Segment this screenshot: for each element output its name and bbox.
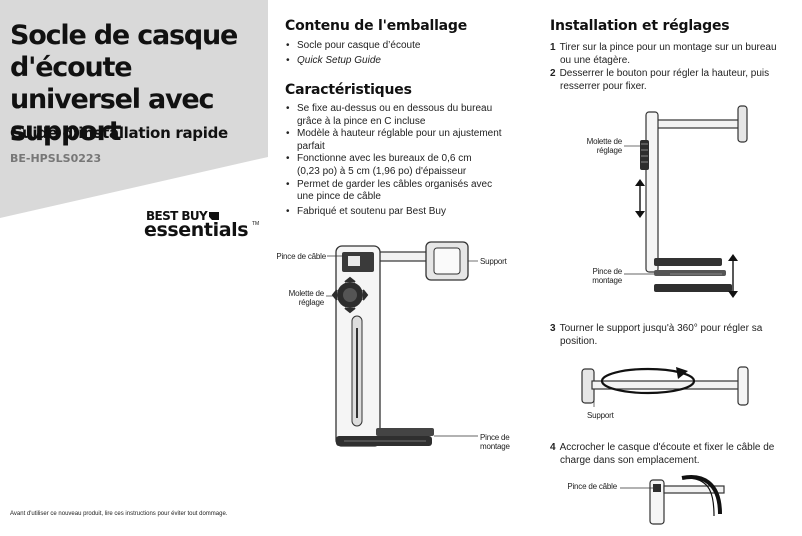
support-label-step3: Support <box>587 411 614 420</box>
page-subtitle: Guide d’installation rapide <box>10 124 228 142</box>
cable-clip-label: Pince de câble <box>276 252 326 261</box>
contents-list: Socle pour casque d’écoute Quick Setup G… <box>285 40 535 67</box>
list-item: Socle pour casque d’écoute <box>285 40 535 53</box>
logo-tag-icon <box>209 212 219 220</box>
support-label: Support <box>480 257 507 266</box>
footer-note: Avant d'utiliser ce nouveau produit, lir… <box>10 511 228 517</box>
cable-clip-label-step4: Pince de câble <box>567 482 617 491</box>
list-item: Fonctionne avec les bureaux de 0,6 cm(0,… <box>285 153 535 178</box>
list-item: Fabriqué et soutenu par Best Buy <box>285 206 535 219</box>
logo-top-text: BEST BUY <box>146 209 208 223</box>
list-item: Permet de garder les câbles organisés av… <box>285 179 535 204</box>
rotate-support-diagram <box>581 366 749 407</box>
brand-logo: BEST BUY essentials TM <box>142 209 262 245</box>
features-list: Se fixe au-dessus ou en dessous du burea… <box>285 103 535 218</box>
list-item: Se fixe au-dessus ou en dessous du burea… <box>285 103 535 128</box>
logo-trademark: TM <box>252 221 260 227</box>
logo-bottom-text: essentials <box>144 219 249 241</box>
page-title: Socle de casque d'écoute universel avec … <box>10 20 238 147</box>
height-adjust-diagram <box>624 105 748 298</box>
model-number: BE-HPSLS0223 <box>10 152 102 165</box>
hang-headset-diagram <box>620 475 725 525</box>
contents-heading: Contenu de l'emballage <box>285 18 468 34</box>
install-heading: Installation et réglages <box>550 18 730 34</box>
product-diagram <box>326 241 478 447</box>
list-item: Quick Setup Guide <box>285 55 535 68</box>
features-heading: Caractéristiques <box>285 82 412 98</box>
list-item: Modèle à hauteur réglable pour un ajuste… <box>285 128 535 153</box>
